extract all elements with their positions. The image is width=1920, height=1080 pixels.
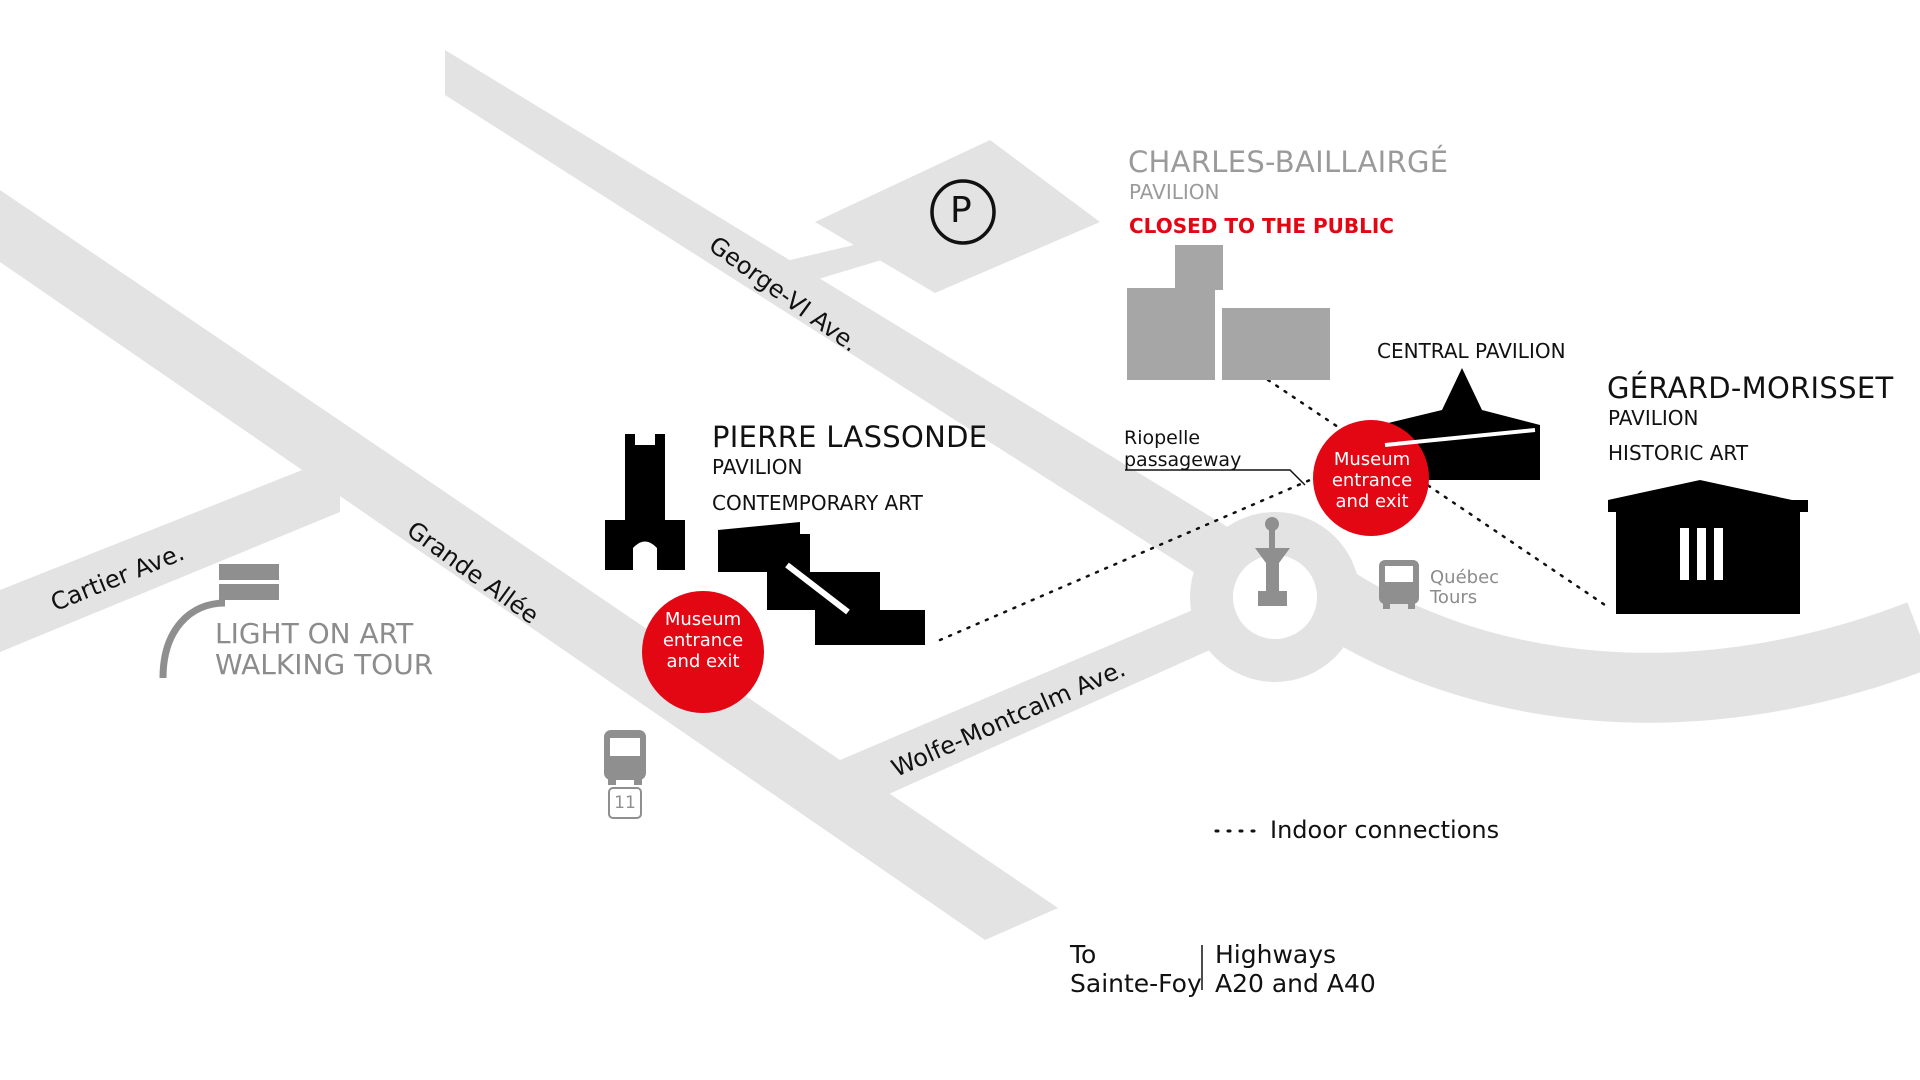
parking-lot xyxy=(815,140,1100,293)
indoor-connection-lines xyxy=(938,378,1607,642)
road-curved-east xyxy=(1300,562,1920,723)
gerard-morisset-subtitle: HISTORIC ART xyxy=(1608,441,1749,465)
central-entrance-circle xyxy=(1313,420,1429,536)
passageway-leader xyxy=(1125,469,1306,486)
destination-sainte-foy: To Sainte-Foy xyxy=(1070,940,1202,998)
church-door xyxy=(633,541,657,570)
gerard-morisset-name: GÉRARD-MORISSET xyxy=(1607,371,1894,405)
passageway-line-2: passageway xyxy=(1124,449,1242,471)
pierre-lassonde-type: PAVILION xyxy=(712,455,803,479)
quebec-tours-label: Québec Tours xyxy=(1430,568,1499,608)
bus-route-number: 11 xyxy=(614,793,636,813)
walking-tour-label: LIGHT ON ART WALKING TOUR xyxy=(215,618,433,680)
sainte-foy-line-2: Sainte-Foy xyxy=(1070,969,1202,998)
charles-baillairge-type: PAVILION xyxy=(1129,180,1220,204)
gerard-morisset-type: PAVILION xyxy=(1608,406,1699,430)
lassonde-entrance-circle xyxy=(642,591,764,713)
lassonde-light-line xyxy=(785,562,850,615)
central-pavilion-name: CENTRAL PAVILION xyxy=(1377,339,1566,363)
road-george-vi xyxy=(445,50,1262,592)
quebec-tours-bus-icon xyxy=(1379,560,1419,609)
sainte-foy-line-1: To xyxy=(1070,940,1097,969)
quebec-tours-line-1: Québec xyxy=(1430,567,1500,588)
highways-line-1: Highways xyxy=(1215,940,1337,969)
charles-baillairge-status: CLOSED TO THE PUBLIC xyxy=(1129,214,1394,238)
lassonde-entrance-line-3: and exit xyxy=(666,651,740,672)
road-wolfe-montcalm xyxy=(840,592,1250,798)
charles-baillairge-building xyxy=(1127,245,1330,380)
bus-icon xyxy=(604,730,646,785)
parking-icon xyxy=(930,179,996,245)
central-entrance-line-3: and exit xyxy=(1335,491,1409,512)
lassonde-entrance-label: Museum entrance and exit xyxy=(653,609,753,672)
central-entrance-label: Museum entrance and exit xyxy=(1322,449,1422,512)
legend-indoor-connections: Indoor connections xyxy=(1270,816,1500,844)
parking-symbol: P xyxy=(950,190,972,231)
bus-route-badge xyxy=(608,787,642,819)
walking-tour-line-1: LIGHT ON ART xyxy=(215,617,414,650)
walking-tour-line-2: WALKING TOUR xyxy=(215,648,434,681)
road-cartier xyxy=(0,455,340,652)
highways-line-2: A20 and A40 xyxy=(1215,969,1376,998)
road-grande-allee xyxy=(0,190,1058,940)
lassonde-entrance-line-1: Museum xyxy=(664,609,742,630)
central-entrance-line-1: Museum xyxy=(1333,449,1411,470)
monument-icon xyxy=(1255,517,1290,606)
riopelle-passageway-label: Riopelle passageway xyxy=(1124,427,1241,471)
charles-baillairge-name: CHARLES-BAILLAIRGÉ xyxy=(1128,145,1449,179)
passageway-line-1: Riopelle xyxy=(1124,427,1201,449)
pierre-lassonde-subtitle: CONTEMPORARY ART xyxy=(712,491,923,515)
walking-tour-icon xyxy=(159,564,279,679)
gerard-morisset-building xyxy=(1608,480,1808,614)
roads xyxy=(0,50,1262,940)
pierre-lassonde-building xyxy=(718,522,925,645)
pierre-lassonde-name: PIERRE LASSONDE xyxy=(712,420,988,454)
destination-highways: Highways A20 and A40 xyxy=(1215,940,1376,998)
central-entrance-line-2: entrance xyxy=(1331,470,1413,491)
quebec-tours-line-2: Tours xyxy=(1430,587,1478,608)
lassonde-entrance-line-2: entrance xyxy=(662,630,744,651)
central-roof-line xyxy=(1384,428,1536,447)
